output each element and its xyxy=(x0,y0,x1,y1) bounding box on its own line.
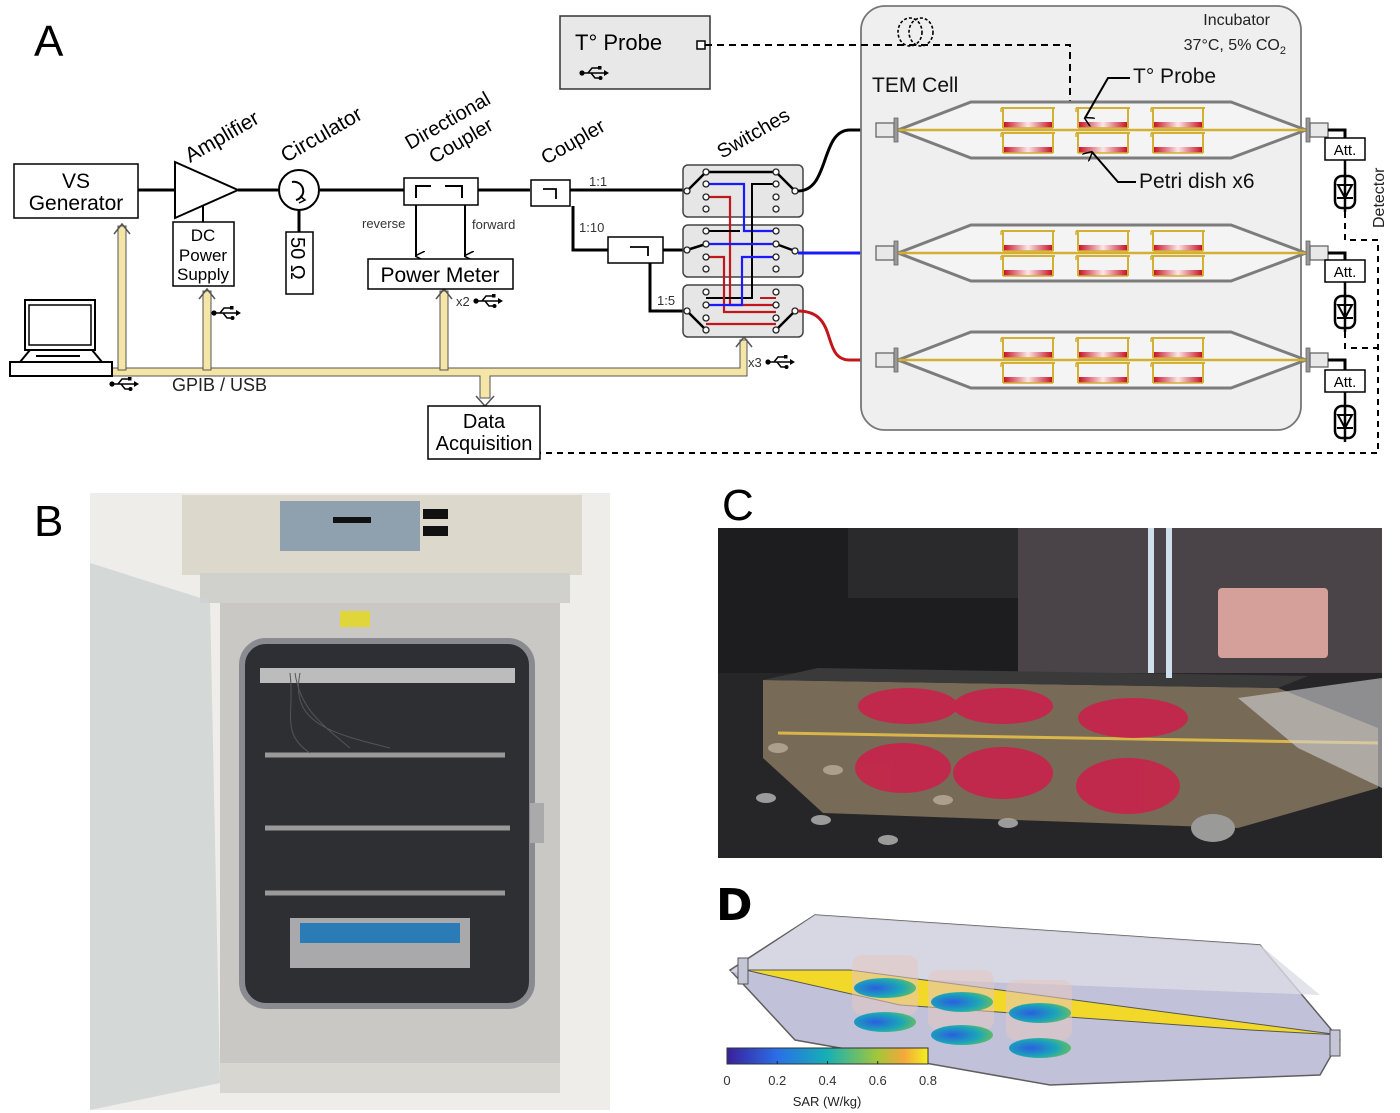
colorbar-label: SAR (W/kg) xyxy=(793,1094,862,1109)
svg-text:50 Ω: 50 Ω xyxy=(286,237,308,280)
detector-chain-3: Att. xyxy=(1324,358,1366,444)
directional-coupler-box xyxy=(403,177,479,256)
switches-count: x3 xyxy=(748,355,762,370)
forward-label: forward xyxy=(472,217,515,232)
panel-b-label: B xyxy=(34,497,64,546)
coupler-label: Coupler xyxy=(538,115,610,169)
data-acquisition-box: Data Acquisition xyxy=(427,405,541,460)
incubator-photo xyxy=(90,493,610,1110)
coupler-box-2 xyxy=(607,236,664,264)
colorbar-tick-label: 0.2 xyxy=(768,1073,786,1088)
incubator-conditions: 37°C, 5% CO2 xyxy=(1184,37,1286,57)
tem-cell-photo xyxy=(718,528,1382,858)
tem-cell-label: TEM Cell xyxy=(872,74,958,97)
svg-text:Power: Power xyxy=(179,246,228,265)
svg-text:Att.: Att. xyxy=(1334,264,1357,281)
vs-generator-box: VS Generator xyxy=(13,163,139,219)
colorbar-tick-label: 0 xyxy=(723,1073,730,1088)
load-50-ohm: 50 Ω xyxy=(285,231,314,295)
colorbar-ticks: 0 0.2 0.4 0.6 0.8 xyxy=(723,1061,937,1088)
usb-icon xyxy=(764,354,796,370)
panel-d-label: D xyxy=(716,880,753,931)
detector-signal-lines xyxy=(540,212,1379,454)
bus-label: GPIB / USB xyxy=(172,375,267,395)
reverse-label: reverse xyxy=(362,216,405,231)
dc-power-supply-box: DC Power Supply xyxy=(172,221,235,287)
svg-text:Att.: Att. xyxy=(1334,374,1357,391)
gpib-usb-bus xyxy=(111,225,748,399)
power-meter-count: x2 xyxy=(456,294,470,309)
svg-text:VS: VS xyxy=(62,170,90,193)
colorbar-tick-label: 0.6 xyxy=(869,1073,887,1088)
colorbar-tick-label: 0.8 xyxy=(919,1073,937,1088)
amplifier-label: Amplifier xyxy=(181,107,263,168)
panel-c-label: C xyxy=(722,481,754,530)
coupler-box xyxy=(530,179,571,207)
t-probe-label: T° Probe xyxy=(1133,65,1216,88)
svg-text:Data: Data xyxy=(463,411,506,433)
usb-icon xyxy=(108,376,140,392)
svg-text:Supply: Supply xyxy=(177,265,229,284)
power-meter-box: Power Meter xyxy=(367,258,514,290)
circulator-icon xyxy=(278,169,320,232)
svg-text:Acquisition: Acquisition xyxy=(436,433,533,455)
ratio-1-5: 1:5 xyxy=(657,293,675,308)
svg-text:T° Probe: T° Probe xyxy=(575,30,662,55)
t-probe-box: T° Probe xyxy=(559,15,711,90)
switches-label: Switches xyxy=(714,104,794,163)
control-panel xyxy=(280,501,420,551)
probe-cable-coil-icon xyxy=(897,17,934,47)
incubator-label: Incubator xyxy=(1203,12,1270,29)
usb-icon xyxy=(210,305,242,321)
svg-text:Power Meter: Power Meter xyxy=(380,264,499,287)
detector-chain-2: Att. xyxy=(1324,251,1366,334)
svg-text:Generator: Generator xyxy=(29,192,124,215)
petri-dish-label: Petri dish x6 xyxy=(1139,170,1255,193)
switch-bank xyxy=(682,164,804,338)
panel-a-label: A xyxy=(34,17,64,66)
detector-label: Detector xyxy=(1371,167,1388,228)
sar-discs xyxy=(854,978,1071,1058)
amplifier-icon xyxy=(174,160,241,222)
incubator-illustration xyxy=(90,493,610,1110)
ratio-1-1: 1:1 xyxy=(589,174,607,189)
tem-cell-illustration xyxy=(718,528,1382,858)
svg-text:DC: DC xyxy=(191,226,216,245)
ratio-1-10: 1:10 xyxy=(579,220,604,235)
colorbar-tick-label: 0.4 xyxy=(818,1073,836,1088)
svg-text:Att.: Att. xyxy=(1334,142,1357,159)
setup-diagram: GPIB / USB VS Generator Amplifier DC Pow… xyxy=(9,5,1388,460)
detector-chain-1: Att. xyxy=(1324,128,1366,214)
usb-icon xyxy=(472,293,504,309)
sar-simulation: 0 0.2 0.4 0.6 0.8 SAR (W/kg) xyxy=(723,914,1341,1109)
circulator-label: Circulator xyxy=(277,102,366,167)
laptop-icon xyxy=(9,299,113,377)
